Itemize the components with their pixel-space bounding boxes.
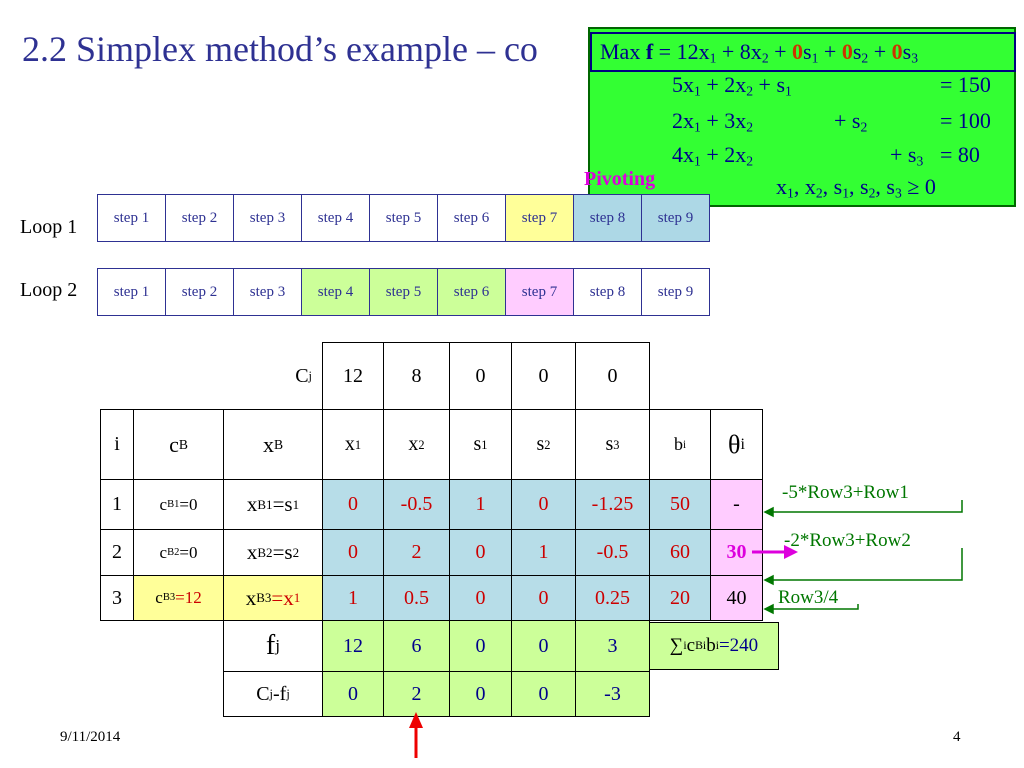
- constraint-3-rhs: = 80: [940, 142, 980, 167]
- fj-value: 0: [449, 620, 512, 672]
- row-1-theta: -: [710, 479, 763, 530]
- loop-2-step-6[interactable]: step 6: [437, 268, 506, 316]
- constraint-2-slack: + s2: [834, 108, 868, 135]
- fj-value: 12: [322, 620, 384, 672]
- loop-2-steps: step 1 step 2 step 3 step 4 step 5 step …: [97, 268, 710, 316]
- loop-2-step-8[interactable]: step 8: [573, 268, 642, 316]
- loop-2-step-1[interactable]: step 1: [97, 268, 166, 316]
- objective-function: Max f = 12x1 + 8x2 + 0s1 + 0s2 + 0s3: [590, 32, 1016, 72]
- row-2-b: 60: [649, 529, 711, 576]
- nonnegativity: x1, x2, s1, s2, s3 ≥ 0: [776, 174, 936, 201]
- row-op-3-connector: [770, 604, 859, 610]
- row-op-1-connector: [770, 500, 963, 513]
- constraint-3-slack: + s3: [890, 142, 924, 169]
- cjfj-value: 2: [383, 671, 450, 717]
- loop-1-step-5[interactable]: step 5: [369, 194, 438, 242]
- row-2-s2: 1: [511, 529, 576, 576]
- loop-2-step-5[interactable]: step 5: [369, 268, 438, 316]
- loop-1-step-1[interactable]: step 1: [97, 194, 166, 242]
- constraint-3: 4x1 + 2x2: [672, 142, 754, 169]
- fj-value: 3: [575, 620, 650, 672]
- loop-2-step-9[interactable]: step 9: [641, 268, 710, 316]
- constraint-1-rhs: = 150: [940, 72, 991, 97]
- row-op-2-arrowhead: [763, 574, 774, 586]
- slide-date: 9/11/2014: [60, 729, 121, 745]
- row-op-connectors: [763, 500, 963, 615]
- loop-2-step-7[interactable]: step 7: [505, 268, 574, 316]
- loop-1-steps: step 1 step 2 step 3 step 4 step 5 step …: [97, 194, 710, 242]
- constraint-1: 5x1 + 2x2 + s1: [672, 72, 792, 99]
- loop-1-step-3[interactable]: step 3: [233, 194, 302, 242]
- loop-1-label: Loop 1: [20, 216, 78, 238]
- row-op-1: -5*Row3+Row1: [782, 482, 909, 503]
- slide-title: 2.2 Simplex method’s example – co: [22, 29, 538, 69]
- row-op-2: -2*Row3+Row2: [784, 530, 911, 551]
- loop-1-step-6[interactable]: step 6: [437, 194, 506, 242]
- pivot-row-arrow: [752, 545, 798, 559]
- loop-2-label: Loop 2: [20, 279, 78, 301]
- row-op-1-arrowhead: [763, 506, 774, 518]
- cjfj-value: -3: [575, 671, 650, 717]
- entering-column-arrow: [409, 712, 423, 758]
- entering-column-arrowhead: [409, 712, 423, 728]
- row-3-theta: 40: [710, 575, 763, 621]
- row-1-x2: -0.5: [383, 479, 450, 530]
- row-op-3: Row3/4: [778, 587, 839, 608]
- row-3-b: 20: [649, 575, 711, 621]
- row-3-s3: 0.25: [575, 575, 650, 621]
- row-1-b: 50: [649, 479, 711, 530]
- row-3-x2: 0.5: [383, 575, 450, 621]
- constraint-2: 2x1 + 3x2: [672, 108, 754, 135]
- loop-1-step-8[interactable]: step 8: [573, 194, 642, 242]
- loop-1-step-4[interactable]: step 4: [301, 194, 370, 242]
- cjfj-value: 0: [322, 671, 384, 717]
- pivot-row-arrowhead: [784, 545, 798, 559]
- constraint-2-rhs: = 100: [940, 108, 991, 133]
- row-2-s3: -0.5: [575, 529, 650, 576]
- row-op-2-connector: [770, 548, 963, 581]
- loop-1-step-2[interactable]: step 2: [165, 194, 234, 242]
- row-1-x1: 0: [322, 479, 384, 530]
- cjfj-value: 0: [449, 671, 512, 717]
- row-2-x1: 0: [322, 529, 384, 576]
- row-op-3-arrowhead: [763, 603, 774, 615]
- loop-2-step-2[interactable]: step 2: [165, 268, 234, 316]
- row-1-s1: 1: [449, 479, 512, 530]
- pivoting-label: Pivoting: [584, 168, 656, 190]
- slide-page-number: 4: [953, 729, 961, 745]
- loop-2-step-4[interactable]: step 4: [301, 268, 370, 316]
- loop-2-step-3[interactable]: step 3: [233, 268, 302, 316]
- row-1-s3: -1.25: [575, 479, 650, 530]
- row-3-s1: 0: [449, 575, 512, 621]
- loop-1-step-9[interactable]: step 9: [641, 194, 710, 242]
